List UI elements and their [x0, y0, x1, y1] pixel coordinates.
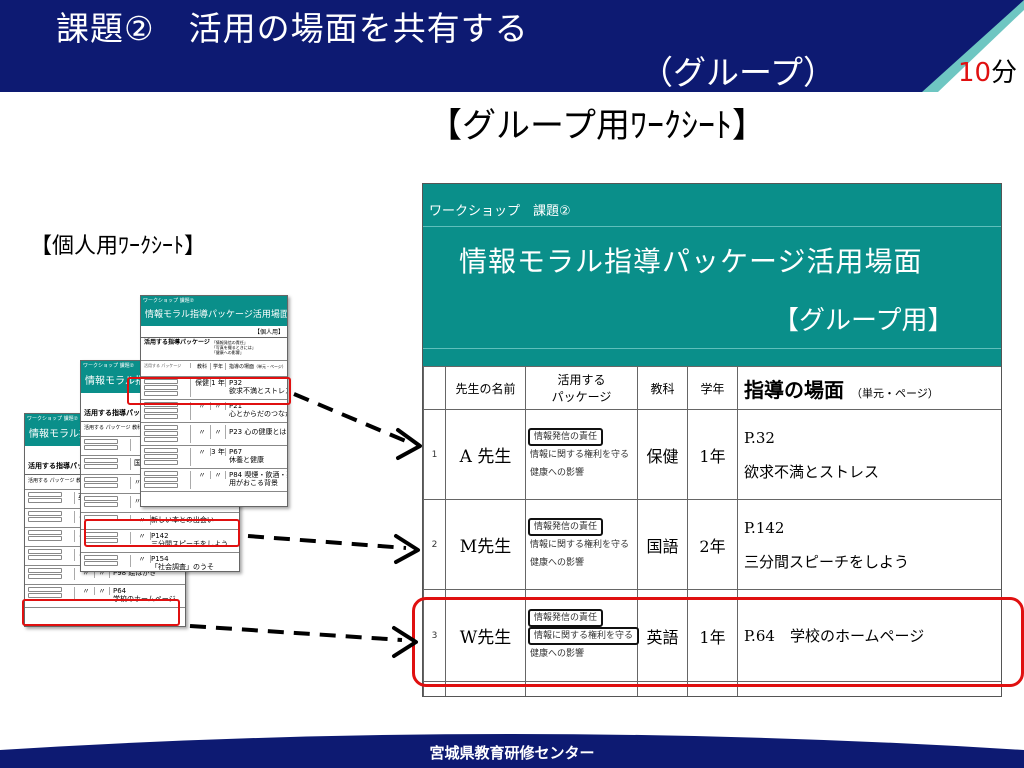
subject: 英語: [637, 589, 688, 682]
scene-page: P.142: [744, 518, 785, 537]
scene-page: P.32: [744, 428, 775, 447]
selected-package: 情報に関する権利を守る: [528, 626, 640, 645]
sheet-package-row: 活用する指導パッケージ 「情報発信の責任」「写真を撮るときには」「健康への影響」: [141, 338, 287, 361]
arrow-1: [293, 392, 409, 444]
group-sheet-subtitle: 【グループ用】: [773, 306, 954, 336]
grade: 2年: [687, 499, 738, 590]
scene-unit: 学校のホームページ: [789, 626, 925, 645]
scene-unit: 三分間スピーチをしよう: [744, 552, 910, 571]
footer-bar: [0, 734, 1024, 768]
footer-organization: 宮城県教育研修センター: [429, 744, 595, 762]
header-divider: [423, 226, 1001, 227]
subject: 国語: [637, 499, 688, 590]
header-divider: [423, 348, 1001, 349]
selected-package: 情報発信の責任: [528, 517, 604, 536]
teacher-name: W先生: [445, 589, 526, 682]
sheet-row: 〃: [81, 494, 239, 513]
individual-sheet-front: ワークショップ 課題② 情報モラル指導パッケージ活用場面 【個人用】 活用する指…: [140, 295, 288, 507]
scene-unit: 欲求不満とストレス: [744, 462, 880, 481]
col-package: 活用するパッケージ: [525, 366, 638, 410]
scene: P.32 欲求不満とストレス: [737, 409, 1001, 500]
arrow-2: [247, 534, 407, 550]
group-sheet-small-title: ワークショップ 課題②: [429, 204, 571, 219]
sheet-title: 情報モラル指導パッケージ活用場面: [141, 305, 287, 326]
time-unit: 分: [991, 58, 1018, 88]
package-list: 情報発信の責任 情報に関する権利を守る 健康への影響: [525, 409, 638, 500]
arrowhead-1: [396, 428, 422, 460]
teacher-name: M先生: [445, 499, 526, 590]
individual-sheet-heading: 【個人用ﾜｰｸｼｰﾄ】: [30, 234, 207, 259]
highlight-group-row: [412, 597, 1024, 687]
group-sheet-header: [423, 184, 1001, 367]
sheet-package-label: 活用する指導パッケージ: [144, 339, 210, 346]
slide-title-group: （グループ）: [640, 53, 837, 92]
arrowhead-2: [394, 534, 420, 564]
highlight-middle-row: [84, 519, 240, 547]
sheet-subtitle: 【個人用】: [141, 326, 287, 338]
sheet-row: 〃〃P21心とからだのつながり: [141, 400, 287, 423]
slide-title: 課題② 活用の場面を共有する: [56, 9, 529, 48]
title-bar: [0, 0, 1024, 92]
sheet-col-package: 活用する パッケージ: [28, 478, 75, 484]
table-row: 2 M先生 情報発信の責任 情報に関する権利を守る 健康への影響 国語 2年 P…: [423, 499, 1001, 590]
selected-package: 情報発信の責任: [528, 427, 604, 446]
time-number: 10: [958, 58, 992, 88]
time-corner: [922, 0, 1024, 92]
highlight-front-row: [127, 377, 291, 405]
arrow-3: [189, 624, 403, 642]
sheet-row: 〃〃P23 心の健康とは: [141, 423, 287, 446]
group-table: 先生の名前 活用するパッケージ 教科 学年 指導の場面 （単元・ページ） 1 A…: [423, 366, 1001, 696]
package-list: 情報発信の責任 情報に関する権利を守る 健康への影響: [525, 589, 640, 682]
col-scene: 指導の場面 （単元・ページ）: [737, 366, 1001, 410]
row-number: 1: [423, 409, 446, 500]
sheet-row: 〃P154「社会調査」のうそ: [81, 553, 239, 571]
scene-page: P.64: [744, 626, 775, 645]
group-sheet-heading: 【グループ用ﾜｰｸｼｰﾄ】: [428, 106, 766, 146]
sheet-scene-page: P64: [113, 587, 127, 595]
grade: 1年: [687, 409, 738, 500]
sheet-header-row: 活用する パッケージ教科学年指導の場面（単元・ページ）: [141, 361, 287, 377]
col-subject: 教科: [637, 366, 688, 410]
group-sheet-title: 情報モラル指導パッケージ活用場面: [459, 245, 923, 278]
package-list: 情報発信の責任 情報に関する権利を守る 健康への影響: [525, 499, 638, 590]
table-row: 3 W先生 情報発信の責任 情報に関する権利を守る 健康への影響 英語 1年 P…: [423, 589, 1001, 682]
selected-package: 情報発信の責任: [528, 608, 604, 627]
col-grade: 学年: [687, 366, 738, 410]
scene: P.142 三分間スピーチをしよう: [737, 499, 1001, 590]
highlight-back-row: [22, 599, 180, 626]
subject: 保健: [637, 409, 688, 500]
row-number: 2: [423, 499, 446, 590]
col-no: [423, 366, 446, 410]
sheet-scene: P98 絵はがき: [113, 569, 157, 577]
sheet-subject: 保健: [195, 379, 211, 387]
table-header-row: 先生の名前 活用するパッケージ 教科 学年 指導の場面 （単元・ページ）: [423, 366, 1001, 410]
teacher-name: A 先生: [445, 409, 526, 500]
scene: P.64 学校のホームページ: [737, 589, 1001, 682]
sheet-small-title: ワークショップ 課題②: [141, 296, 287, 305]
time-limit: 10分: [958, 52, 1017, 89]
table-row: 1 A 先生 情報発信の責任 情報に関する権利を守る 健康への影響 保健 1年 …: [423, 409, 1001, 500]
sheet-row: 〃〃P98 絵はがき: [25, 566, 185, 585]
sheet-row: 〃〃P84 喫煙・飲酒・薬物乱用がおこる背景: [141, 469, 287, 492]
col-teacher: 先生の名前: [445, 366, 526, 410]
group-worksheet: ワークショップ 課題② 情報モラル指導パッケージ活用場面 【グループ用】 先生の…: [422, 183, 1002, 697]
